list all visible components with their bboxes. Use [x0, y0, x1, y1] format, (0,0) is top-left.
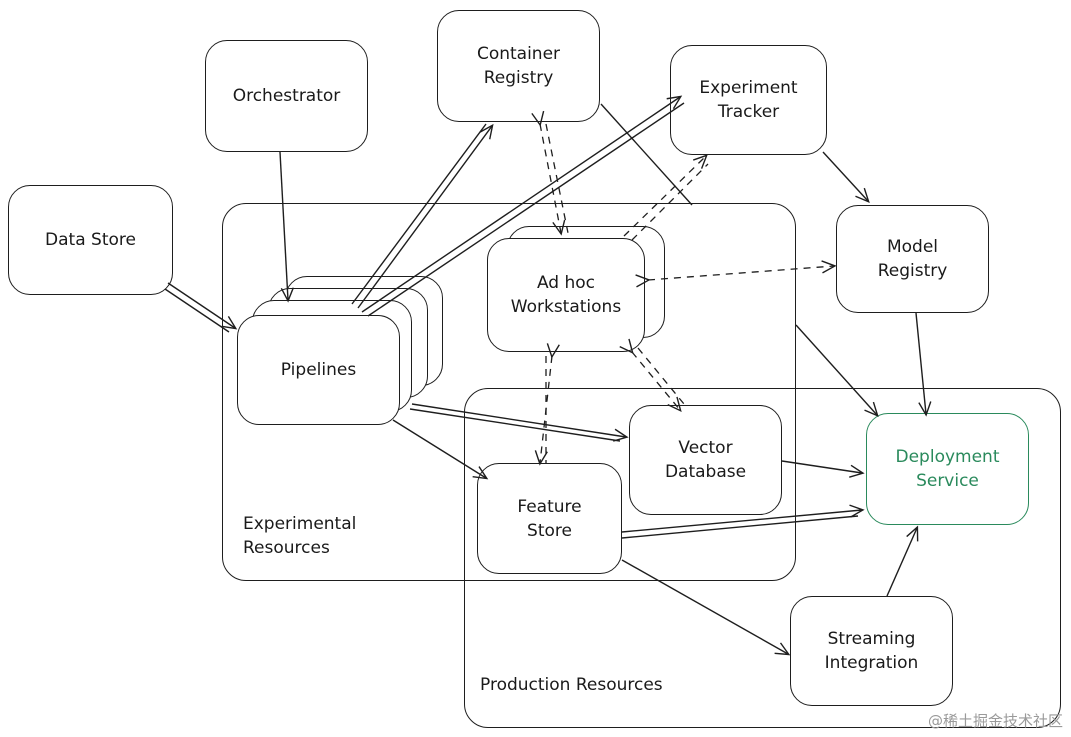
edge-experimental-deployment: [795, 324, 879, 417]
edge-dashed-workstations-model-registry: [635, 260, 837, 288]
data-store-node: Data Store: [8, 185, 173, 295]
edge-datastore-pipelines-2: [164, 288, 230, 333]
edge-dashed-registry-workstations-2: [545, 123, 569, 234]
edge-feature-store-deployment: [621, 504, 865, 533]
edge-datastore-pipelines: [167, 282, 238, 330]
adhoc-workstations-node: Ad hoc Workstations: [487, 238, 645, 352]
edge-orchestrator-pipelines: [279, 151, 294, 303]
edge-experiment-tracker-model-registry: [822, 151, 870, 203]
edge-feature-store-streaming: [621, 559, 791, 656]
feature-store-node: Feature Store: [477, 463, 622, 574]
edge-dashed-workstations-vector-db-2: [637, 347, 685, 405]
edge-dashed-workstations-tracker-2: [631, 163, 709, 241]
streaming-integration-node: Streaming Integration: [790, 596, 953, 706]
experimental-resources-label: Experimental Resources: [243, 514, 357, 558]
edge-pipelines-experiment-tracker: [361, 95, 683, 313]
edge-feature-store-deployment-2: [621, 515, 859, 539]
production-resources-group: [464, 388, 1061, 728]
orchestrator-node: Orchestrator: [205, 40, 368, 152]
experimental-resources-group: [222, 203, 796, 581]
edge-pipelines-container-registry: [357, 123, 494, 309]
edge-container-registry-line: [600, 103, 693, 206]
vector-database-node: Vector Database: [629, 405, 782, 515]
edge-pipelines-vector-database: [411, 403, 629, 442]
deployment-service-node: Deployment Service: [866, 413, 1029, 525]
edge-dashed-workstations-tracker: [623, 154, 708, 237]
edge-dashed-workstations-vector-db: [619, 338, 682, 413]
edge-model-registry-deployment: [915, 312, 932, 417]
edge-pipelines-container-registry-2: [351, 123, 487, 305]
pipelines-node: Pipelines: [237, 315, 400, 425]
edge-streaming-deployment: [886, 525, 919, 597]
container-registry-node: Container Registry: [437, 10, 600, 122]
production-resources-label: Production Resources: [480, 675, 663, 695]
edge-vector-db-deployment: [781, 460, 865, 478]
edge-pipelines-vector-database-2: [409, 408, 621, 442]
edge-pipelines-feature-store: [392, 419, 489, 480]
model-registry-node: Model Registry: [836, 205, 989, 313]
edge-dashed-registry-workstations: [531, 110, 566, 236]
edge-pipelines-experiment-tracker-2: [367, 102, 685, 317]
watermark: @稀土掘金技术社区: [927, 712, 1063, 730]
experiment-tracker-node: Experiment Tracker: [670, 45, 827, 155]
